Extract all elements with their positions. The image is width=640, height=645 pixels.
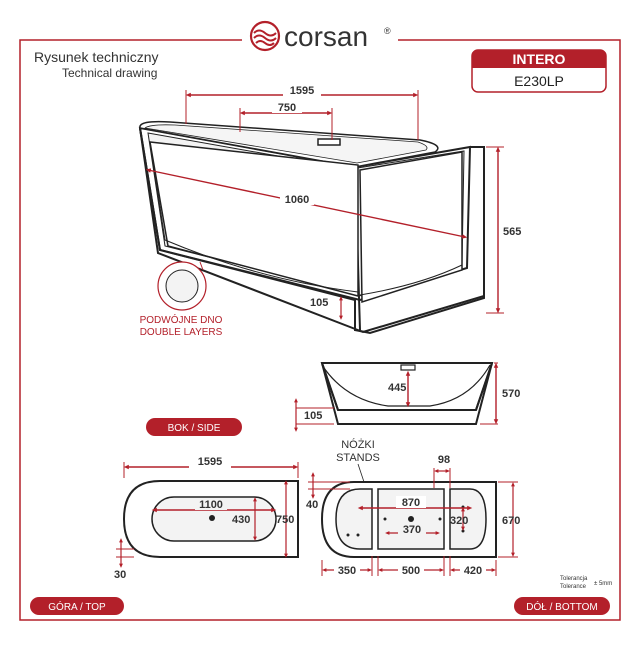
dim-bottom-span: 870 bbox=[402, 497, 420, 509]
dim-top-rim: 30 bbox=[114, 569, 126, 581]
dim-top-width: 750 bbox=[276, 514, 294, 526]
title-pl: Rysunek techniczny bbox=[34, 49, 159, 65]
callout-line1: PODWÓJNE DNO bbox=[140, 313, 223, 326]
dim-side-floor: 105 bbox=[310, 297, 328, 309]
page-frame bbox=[19, 39, 621, 621]
stand-foot-left bbox=[335, 488, 373, 550]
dim-section-depth: 445 bbox=[388, 382, 406, 394]
dim-top-inner-length: 1100 bbox=[199, 499, 223, 511]
dim-side-height: 565 bbox=[503, 226, 521, 238]
svg-text:GÓRA / TOP: GÓRA / TOP bbox=[48, 600, 106, 613]
label-side: BOK / SIDE bbox=[146, 418, 242, 436]
tolerance-en: Tolerance bbox=[560, 584, 587, 590]
dim-section-height: 570 bbox=[502, 388, 520, 400]
dim-bottom-center: 370 bbox=[403, 524, 421, 536]
stands-label-pl: NÓŻKI bbox=[341, 438, 375, 451]
label-top: GÓRA / TOP bbox=[30, 597, 124, 615]
brand-logo: corsan ® bbox=[249, 20, 391, 52]
dim-bottom-width-inner: 320 bbox=[450, 515, 468, 527]
brand-reg-mark: ® bbox=[384, 26, 391, 36]
dim-top-length: 1595 bbox=[198, 456, 222, 468]
dim-section-floor: 105 bbox=[304, 410, 322, 422]
top-view: 1595 1100 430 750 30 bbox=[114, 456, 299, 581]
callout-line2: DOUBLE LAYERS bbox=[140, 327, 223, 338]
label-bottom: DÓŁ / BOTTOM bbox=[514, 597, 610, 615]
logo-wave-icon bbox=[249, 20, 281, 52]
dim-side-length-top: 1595 bbox=[290, 85, 314, 97]
brand-name: corsan bbox=[284, 21, 368, 52]
tolerance-note: Tolerancja Tolerance ± 5mm bbox=[560, 576, 612, 590]
product-code: E230LP bbox=[514, 73, 564, 89]
tolerance-pl: Tolerancja bbox=[560, 576, 588, 582]
dim-bottom-right: 420 bbox=[464, 565, 482, 577]
dim-side-inner-length: 1060 bbox=[285, 194, 309, 206]
dim-bottom-foot-width: 98 bbox=[438, 454, 450, 466]
overflow-drain-icon bbox=[317, 138, 341, 146]
stand-foot-right bbox=[449, 488, 487, 550]
product-name: INTERO bbox=[513, 51, 566, 67]
stands-label-en: STANDS bbox=[336, 452, 380, 464]
dim-top-inner-width: 430 bbox=[232, 514, 250, 526]
svg-text:DÓŁ / BOTTOM: DÓŁ / BOTTOM bbox=[526, 600, 598, 613]
product-box: INTERO E230LP bbox=[471, 49, 607, 93]
section-view: 445 570 105 bbox=[294, 362, 520, 432]
dim-bottom-mid: 500 bbox=[402, 565, 420, 577]
section-drain-icon bbox=[400, 364, 416, 371]
dim-side-drain-offset: 750 bbox=[278, 102, 296, 114]
title-en: Technical drawing bbox=[62, 66, 157, 80]
side-perspective-view: 1595 750 1060 565 105 PODWÓJNE DNO DOUBL… bbox=[138, 84, 521, 338]
bottom-view: NÓŻKI STANDS 40 98 870 370 320 bbox=[306, 438, 520, 577]
top-drain-icon bbox=[209, 515, 215, 521]
svg-text:BOK / SIDE: BOK / SIDE bbox=[168, 423, 221, 434]
dim-bottom-offset: 40 bbox=[306, 499, 318, 511]
dim-bottom-width: 670 bbox=[502, 515, 520, 527]
dim-bottom-left: 350 bbox=[338, 565, 356, 577]
tolerance-value: ± 5mm bbox=[594, 581, 612, 587]
